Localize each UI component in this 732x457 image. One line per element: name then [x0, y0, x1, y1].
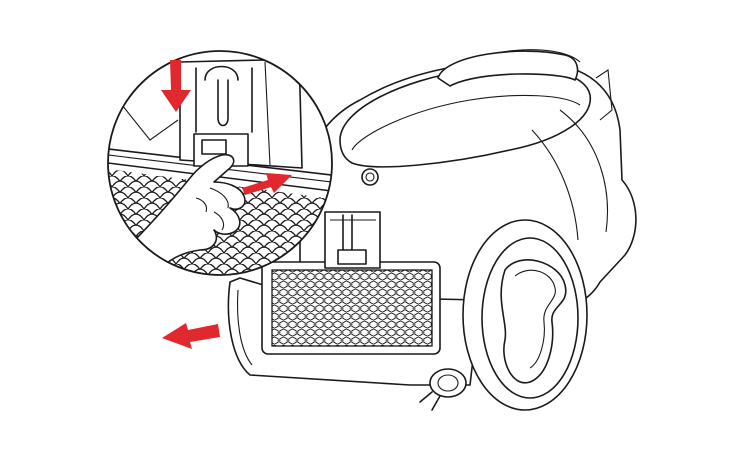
hand-pressing-latch: [129, 153, 246, 271]
vacuum-lid: [339, 66, 591, 168]
rear-wheel: [462, 219, 588, 411]
slide-out-arrow-icon: [242, 173, 292, 195]
filter-latch: [324, 211, 381, 269]
pull-out-arrow-icon: [162, 323, 220, 349]
power-plug-icon: [419, 368, 467, 411]
press-down-arrow-icon: [161, 60, 191, 112]
wheel-hub: [500, 259, 567, 384]
vacuum-release-button: [361, 168, 379, 186]
hepa-filter-mesh: [271, 269, 433, 347]
vacuum-carry-handle: [437, 50, 579, 87]
vacuum-body: [227, 49, 637, 411]
